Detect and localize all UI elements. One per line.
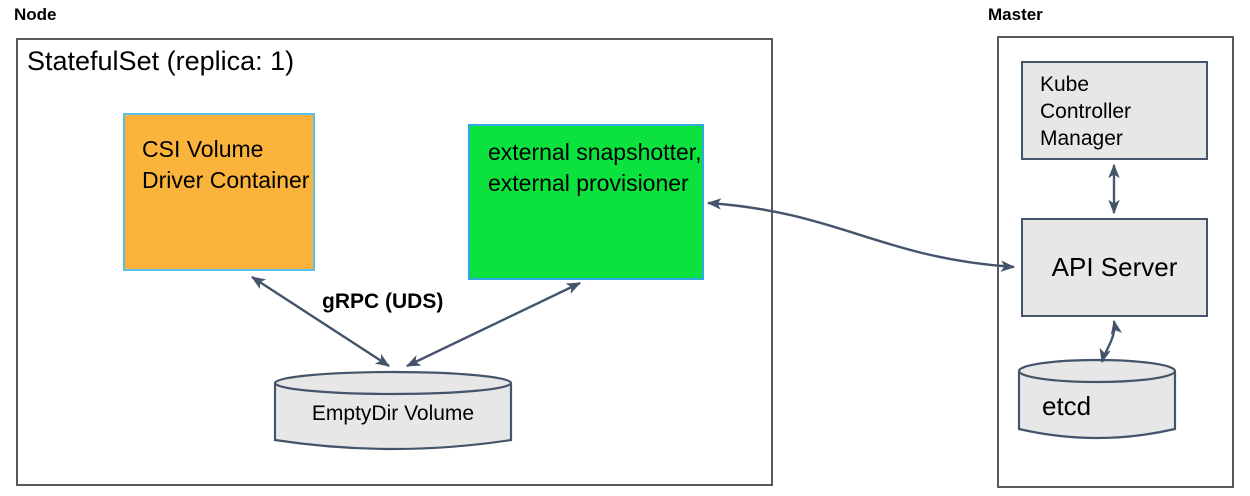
api-server-label: API Server <box>1051 252 1178 282</box>
api-server-box: API Server <box>1021 218 1208 317</box>
kube-controller-manager-label: Kube Controller Manager <box>1040 73 1132 150</box>
statefulset-title: StatefulSet (replica: 1) <box>27 46 295 76</box>
etcd-label: etcd <box>1042 391 1092 421</box>
grpc-uds-label: gRPC (UDS) <box>322 290 444 313</box>
external-snapshotter-provisioner-box: external snapshotter, external provision… <box>468 124 704 280</box>
csi-volume-driver-container-box: CSI Volume Driver Container <box>123 113 315 271</box>
node-region-label: Node <box>14 5 57 24</box>
master-region-label: Master <box>988 5 1043 24</box>
emptydir-volume-label: EmptyDir Volume <box>311 402 475 425</box>
kube-controller-manager-box: Kube Controller Manager <box>1021 61 1208 160</box>
